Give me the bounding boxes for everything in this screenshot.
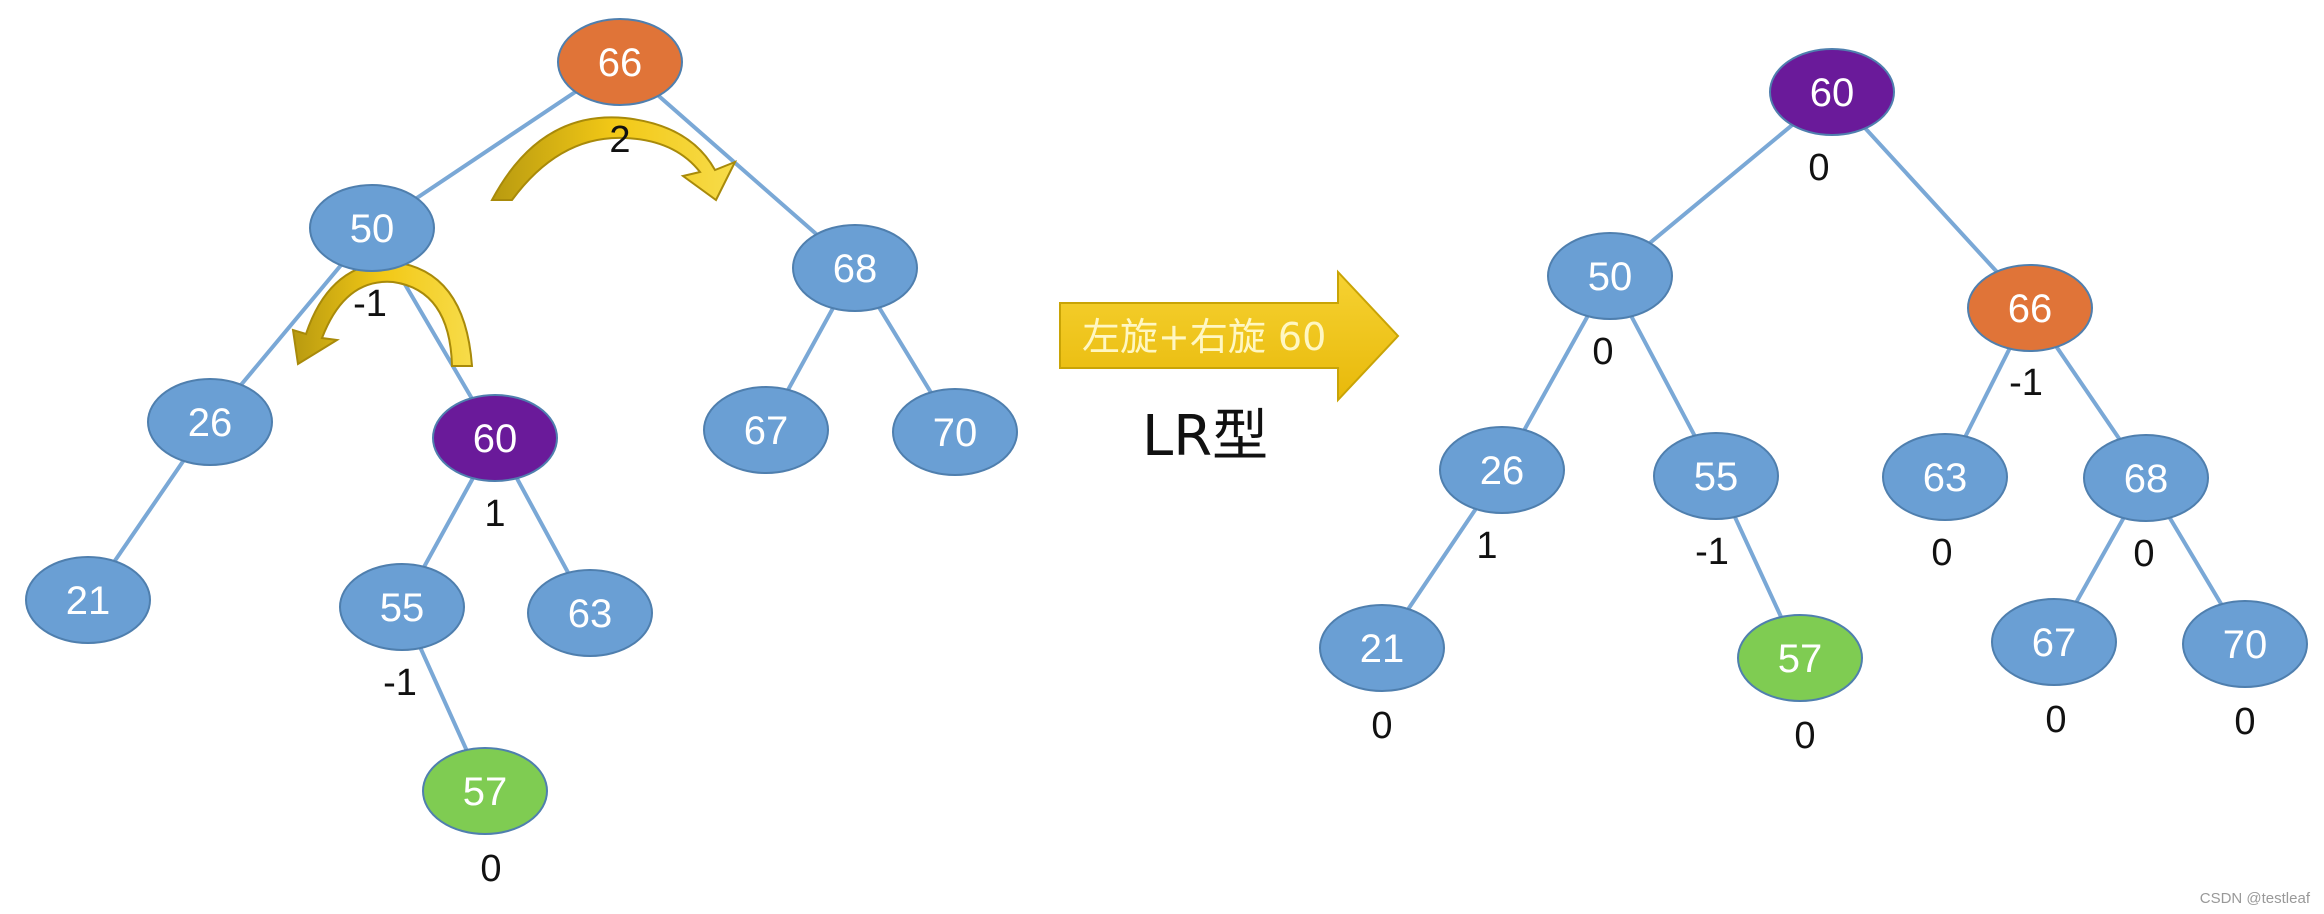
after-node-70: 70 0 (2182, 600, 2308, 743)
before-balance-factor-60: 1 (484, 493, 505, 535)
watermark: CSDN @testleaf (2200, 890, 2311, 907)
after-balance-factor-63: 0 (1931, 532, 1952, 574)
after-balance-factor-55: -1 (1695, 531, 1729, 573)
after-node-55: 55 -1 (1653, 432, 1779, 573)
after-node-55-label: 55 (1694, 455, 1739, 499)
before-node-70-circle (892, 388, 1018, 476)
before-node-60-circle (432, 394, 558, 482)
before-node-26-circle (147, 378, 273, 466)
before-node-21-circle (25, 556, 151, 644)
after-balance-factor-50: 0 (1592, 331, 1613, 373)
after-node-50: 50 0 (1547, 232, 1673, 373)
after-balance-factor-67: 0 (2045, 699, 2066, 741)
after-node-63: 63 0 (1882, 433, 2008, 574)
transform-arrow: 左旋+右旋 60 (1059, 269, 1400, 403)
before-node-21: 21 (25, 556, 151, 644)
after-node-67-circle (1991, 598, 2117, 686)
before-node-55-circle (339, 563, 465, 651)
before-node-66-label: 66 (598, 41, 643, 85)
after-node-21-label: 21 (1360, 627, 1405, 671)
after-node-70-circle (2182, 600, 2308, 688)
before-balance-factor-50: -1 (353, 283, 387, 325)
after-node-26: 26 1 (1439, 426, 1565, 567)
before-node-57: 57 0 (422, 747, 548, 890)
before-node-50-label: 50 (350, 207, 395, 251)
after-node-50-label: 50 (1588, 255, 1633, 299)
after-node-26-circle (1439, 426, 1565, 514)
before-node-50: 50 -1 (309, 184, 435, 325)
before-node-68-label: 68 (833, 247, 878, 291)
before-node-60-label: 60 (473, 417, 518, 461)
before-node-67-circle (703, 386, 829, 474)
before-node-60: 60 1 (432, 394, 558, 535)
before-node-57-circle (422, 747, 548, 835)
before-node-70-label: 70 (933, 411, 978, 455)
after-node-66: 66 -1 (1967, 264, 2093, 404)
after-balance-factor-21: 0 (1371, 705, 1392, 747)
before-node-67-label: 67 (744, 409, 789, 453)
before-node-63-circle (527, 569, 653, 657)
after-node-68: 68 0 (2083, 434, 2209, 575)
after-node-60-label: 60 (1810, 71, 1855, 115)
transform-arrow-shape (1059, 269, 1400, 403)
before-node-70: 70 (892, 388, 1018, 476)
before-node-21-label: 21 (66, 579, 111, 623)
after-node-60-circle (1769, 48, 1895, 136)
before-node-57-label: 57 (463, 770, 508, 814)
before-node-55: 55 -1 (339, 563, 465, 704)
after-node-66-circle (1967, 264, 2093, 352)
after-node-70-label: 70 (2223, 623, 2268, 667)
rotation-arrows (291, 116, 738, 367)
after-node-67: 67 0 (1991, 598, 2117, 741)
after-node-57-circle (1737, 614, 1863, 702)
after-node-63-label: 63 (1923, 456, 1968, 500)
before-node-67: 67 (703, 386, 829, 474)
before-node-68-circle (792, 224, 918, 312)
before-node-26-label: 26 (188, 401, 233, 445)
after-node-55-circle (1653, 432, 1779, 520)
rotation-type-label: LR型 (1142, 404, 1268, 469)
after-node-26-label: 26 (1480, 449, 1525, 493)
after-balance-factor-68: 0 (2133, 533, 2154, 575)
before-balance-factor-57: 0 (480, 848, 501, 890)
before-node-50-circle (309, 184, 435, 272)
after-node-57-label: 57 (1778, 637, 1823, 681)
after-balance-factor-26: 1 (1476, 525, 1497, 567)
before-node-66: 66 2 (557, 18, 683, 161)
before-balance-factor-55: -1 (383, 662, 417, 704)
after-node-57: 57 0 (1737, 614, 1863, 757)
after-balance-factor-60: 0 (1808, 147, 1829, 189)
after-balance-factor-57: 0 (1794, 715, 1815, 757)
after-node-63-circle (1882, 433, 2008, 521)
after-node-50-circle (1547, 232, 1673, 320)
after-node-21: 21 0 (1319, 604, 1445, 747)
before-node-63-label: 63 (568, 592, 613, 636)
before-node-63: 63 (527, 569, 653, 657)
after-node-60: 60 0 (1769, 48, 1895, 189)
before-node-68: 68 (792, 224, 918, 312)
after-balance-factor-66: -1 (2009, 362, 2043, 404)
before-node-66-circle (557, 18, 683, 106)
before-node-26: 26 (147, 378, 273, 466)
after-node-68-circle (2083, 434, 2209, 522)
before-node-55-label: 55 (380, 586, 425, 630)
after-node-67-label: 67 (2032, 621, 2077, 665)
after-node-21-circle (1319, 604, 1445, 692)
left-rotation-curved-arrow (291, 260, 474, 367)
tree-nodes: 66 2 50 -1 68 26 60 1 67 70 21 55 -1 63 57 0 60 0 50 0 66 -1 2… (25, 18, 2308, 890)
right-rotation-curved-arrow (490, 116, 738, 202)
after-balance-factor-70: 0 (2234, 701, 2255, 743)
transform-arrow-label: 左旋+右旋 60 (1082, 315, 1326, 359)
before-balance-factor-66: 2 (609, 119, 630, 161)
after-node-68-label: 68 (2124, 457, 2169, 501)
after-node-66-label: 66 (2008, 287, 2053, 331)
